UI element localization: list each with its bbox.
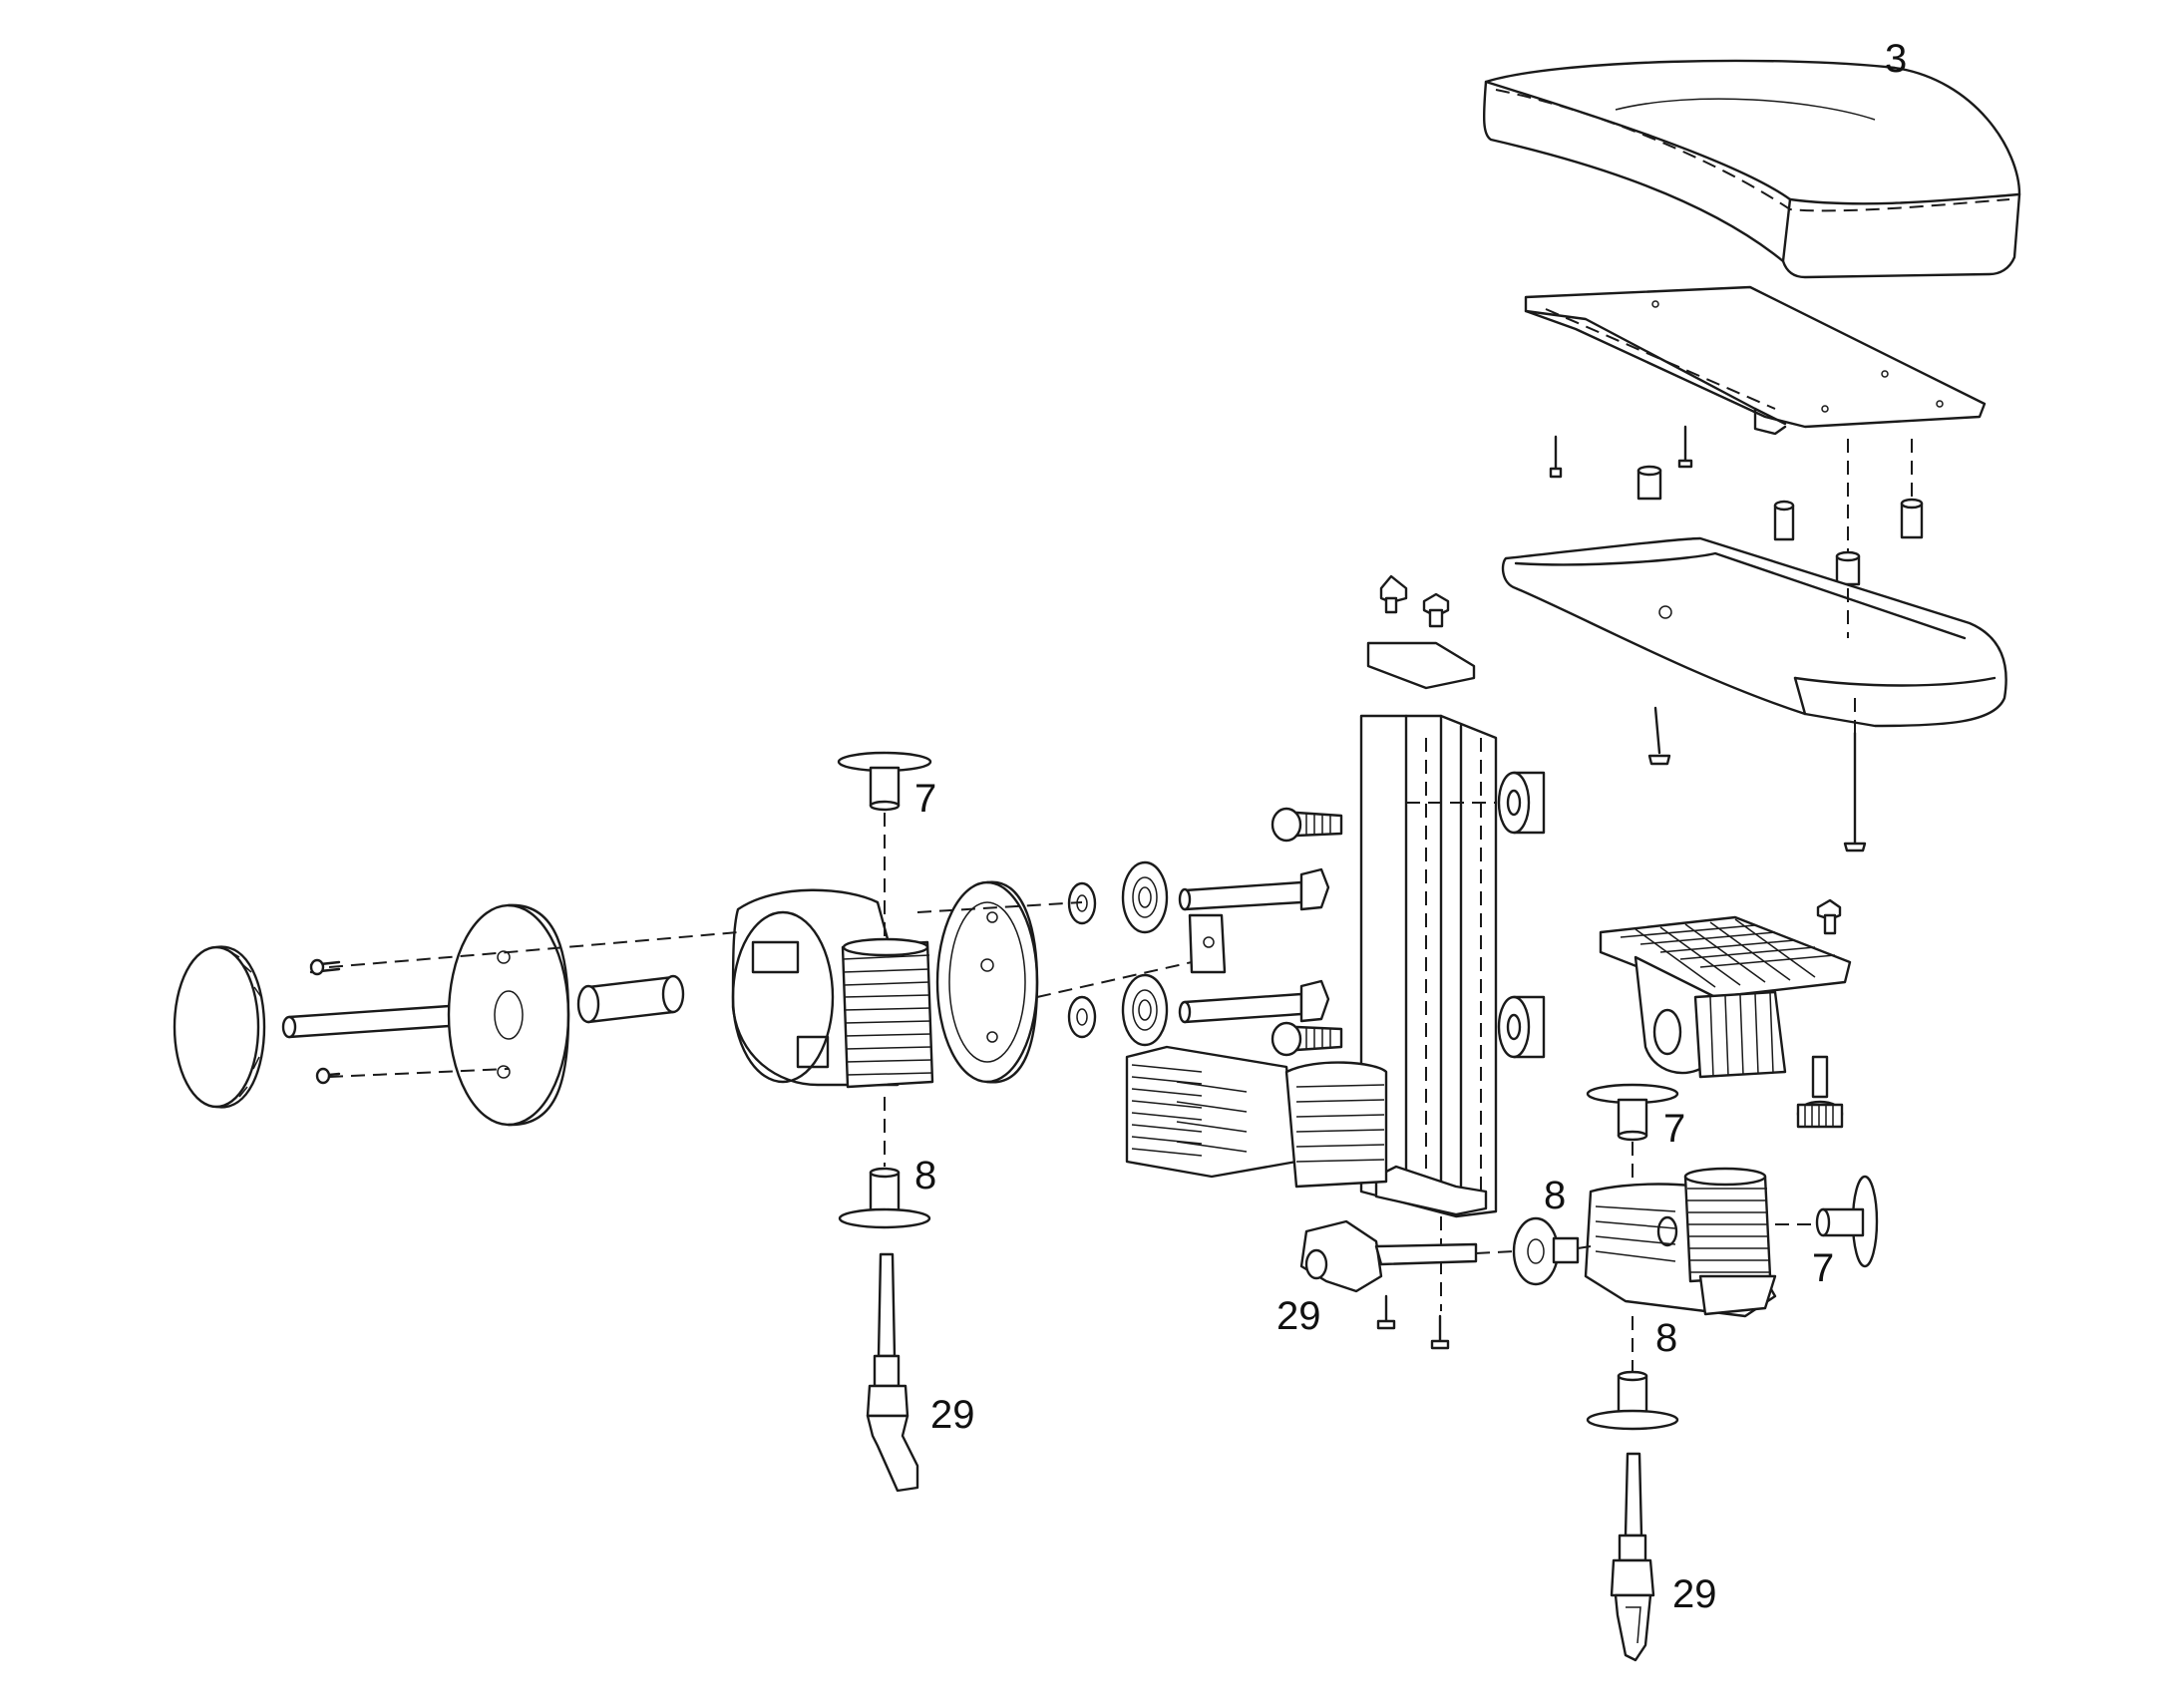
left-bearings (1067, 860, 1169, 1047)
callout-right-side-bushing: 7 (1812, 1246, 1834, 1290)
vertical-rail (1359, 574, 1498, 1350)
right-lever-handle (1299, 1219, 1515, 1293)
rail-rollers (1406, 771, 1546, 1059)
seat-pan (1501, 536, 2007, 728)
left-pins (1178, 867, 1330, 1024)
center-slide-block (1125, 1045, 1388, 1189)
left-bracket-housing (731, 888, 934, 1089)
right-top-bushing (1586, 1083, 1679, 1192)
base-plate-screws (1549, 425, 1924, 586)
callout-right-front-bushing: 8 (1544, 1174, 1566, 1217)
left-knob (173, 945, 266, 1109)
seat-pan-screws (1647, 698, 1867, 853)
left-alignment-lines (328, 901, 1193, 1078)
callout-right-top-bushing: 7 (1663, 1107, 1685, 1151)
left-lever (866, 1252, 919, 1493)
left-bottom-bushing (838, 1097, 931, 1229)
right-bottom-bushing (1586, 1316, 1679, 1431)
left-top-bushing (837, 751, 932, 942)
rail-bolts (1271, 807, 1343, 1057)
right-bracket-housing (1584, 1167, 1777, 1318)
callout-left-bottom-bushing: 8 (914, 1154, 936, 1197)
seat-cushion (1482, 59, 2021, 279)
right-bottom-lever (1610, 1452, 1655, 1662)
left-spacer-tube (576, 974, 685, 1024)
right-front-washer (1512, 1216, 1592, 1286)
left-axle (281, 958, 466, 1085)
callout-left-lever: 29 (930, 1393, 975, 1437)
right-footplate (1599, 898, 1852, 1129)
left-disc (447, 903, 570, 1127)
right-side-bushing (1775, 1175, 1879, 1268)
callout-seat-cushion: 3 (1885, 37, 1907, 81)
callout-right-bottom-bushing: 8 (1655, 1316, 1677, 1360)
callout-right-bottom-lever: 29 (1672, 1572, 1717, 1616)
left-mid-disc (935, 880, 1039, 1084)
callout-left-top-bushing: 7 (914, 777, 936, 821)
callout-right-lever: 29 (1276, 1294, 1321, 1338)
base-plate (1524, 285, 1987, 436)
